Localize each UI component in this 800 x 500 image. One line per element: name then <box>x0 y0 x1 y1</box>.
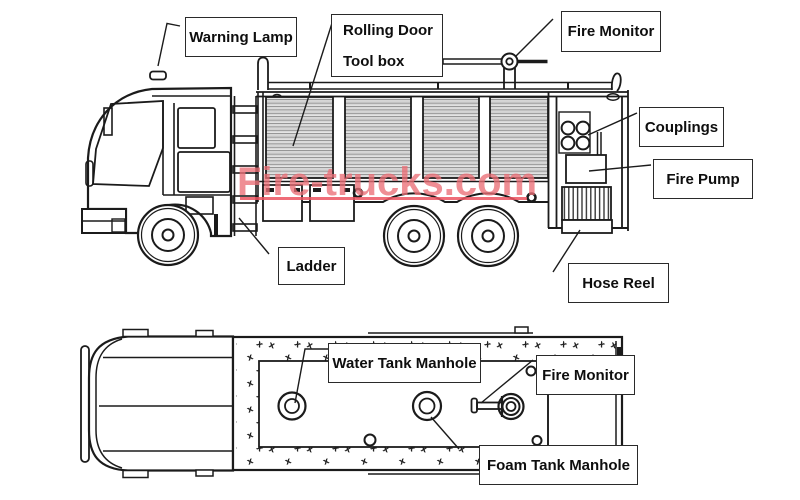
couplings-drawing <box>560 120 591 151</box>
label-fire-monitor-plan: Fire Monitor <box>536 355 635 395</box>
leader-foam-tank-manhole <box>430 416 460 450</box>
roof-rail <box>257 56 622 92</box>
label-fire-pump: Fire Pump <box>653 159 753 199</box>
mirror <box>103 107 113 136</box>
cab-plan <box>80 328 235 479</box>
lower-lockers <box>262 184 537 222</box>
rear-equipment-bay <box>547 92 613 234</box>
manholes <box>277 365 543 447</box>
rear-wheel-1 <box>382 204 446 268</box>
cab-step <box>185 196 214 215</box>
label-foam-tank-manhole: Foam Tank Manhole <box>479 445 638 485</box>
leader-fire-monitor-side <box>515 18 554 57</box>
couplings-panel <box>558 111 591 154</box>
label-rolling-door-tool-box: Rolling Door Tool box <box>331 14 443 77</box>
leader-fire-pump <box>588 164 652 172</box>
front-bumper-plan <box>80 345 90 463</box>
leader-fire-monitor-plan <box>480 359 534 404</box>
label-couplings: Couplings <box>639 107 724 147</box>
fire-monitor-side-drawing <box>442 52 548 89</box>
wheels-side <box>136 203 520 268</box>
label-fire-monitor-side: Fire Monitor <box>561 11 661 52</box>
cab-side <box>81 86 233 238</box>
label-water-tank-manhole: Water Tank Manhole <box>328 343 481 383</box>
side-view-truck <box>81 52 629 268</box>
foam-tank-manhole-drawing <box>411 390 443 422</box>
rolling-shutter-doors <box>265 96 549 179</box>
leader-hose-reel <box>552 229 581 273</box>
warning-lamp-drawing <box>149 70 167 81</box>
water-tank-manhole-drawing <box>277 391 307 421</box>
rear-wheel-2 <box>456 204 520 268</box>
leader-rolling-door <box>292 19 334 147</box>
leader-warning-lamp <box>157 22 181 67</box>
leader-couplings <box>587 112 638 136</box>
label-tool-box: Tool box <box>343 53 405 70</box>
label-warning-lamp: Warning Lamp <box>185 17 297 57</box>
label-hose-reel: Hose Reel <box>568 263 669 303</box>
leader-water-tank-manhole <box>294 348 328 404</box>
leader-ladder <box>238 217 270 255</box>
ladder-drawing <box>232 96 258 236</box>
fire-pump-drawing <box>565 154 607 184</box>
door-window <box>177 107 216 149</box>
label-ladder: Ladder <box>278 247 345 285</box>
leader-lines <box>157 18 652 450</box>
fire-monitor-plan-drawing <box>470 392 525 421</box>
front-wheel <box>136 203 200 267</box>
label-rolling-door: Rolling Door <box>343 22 433 39</box>
hose-reel-drawing <box>561 186 612 221</box>
